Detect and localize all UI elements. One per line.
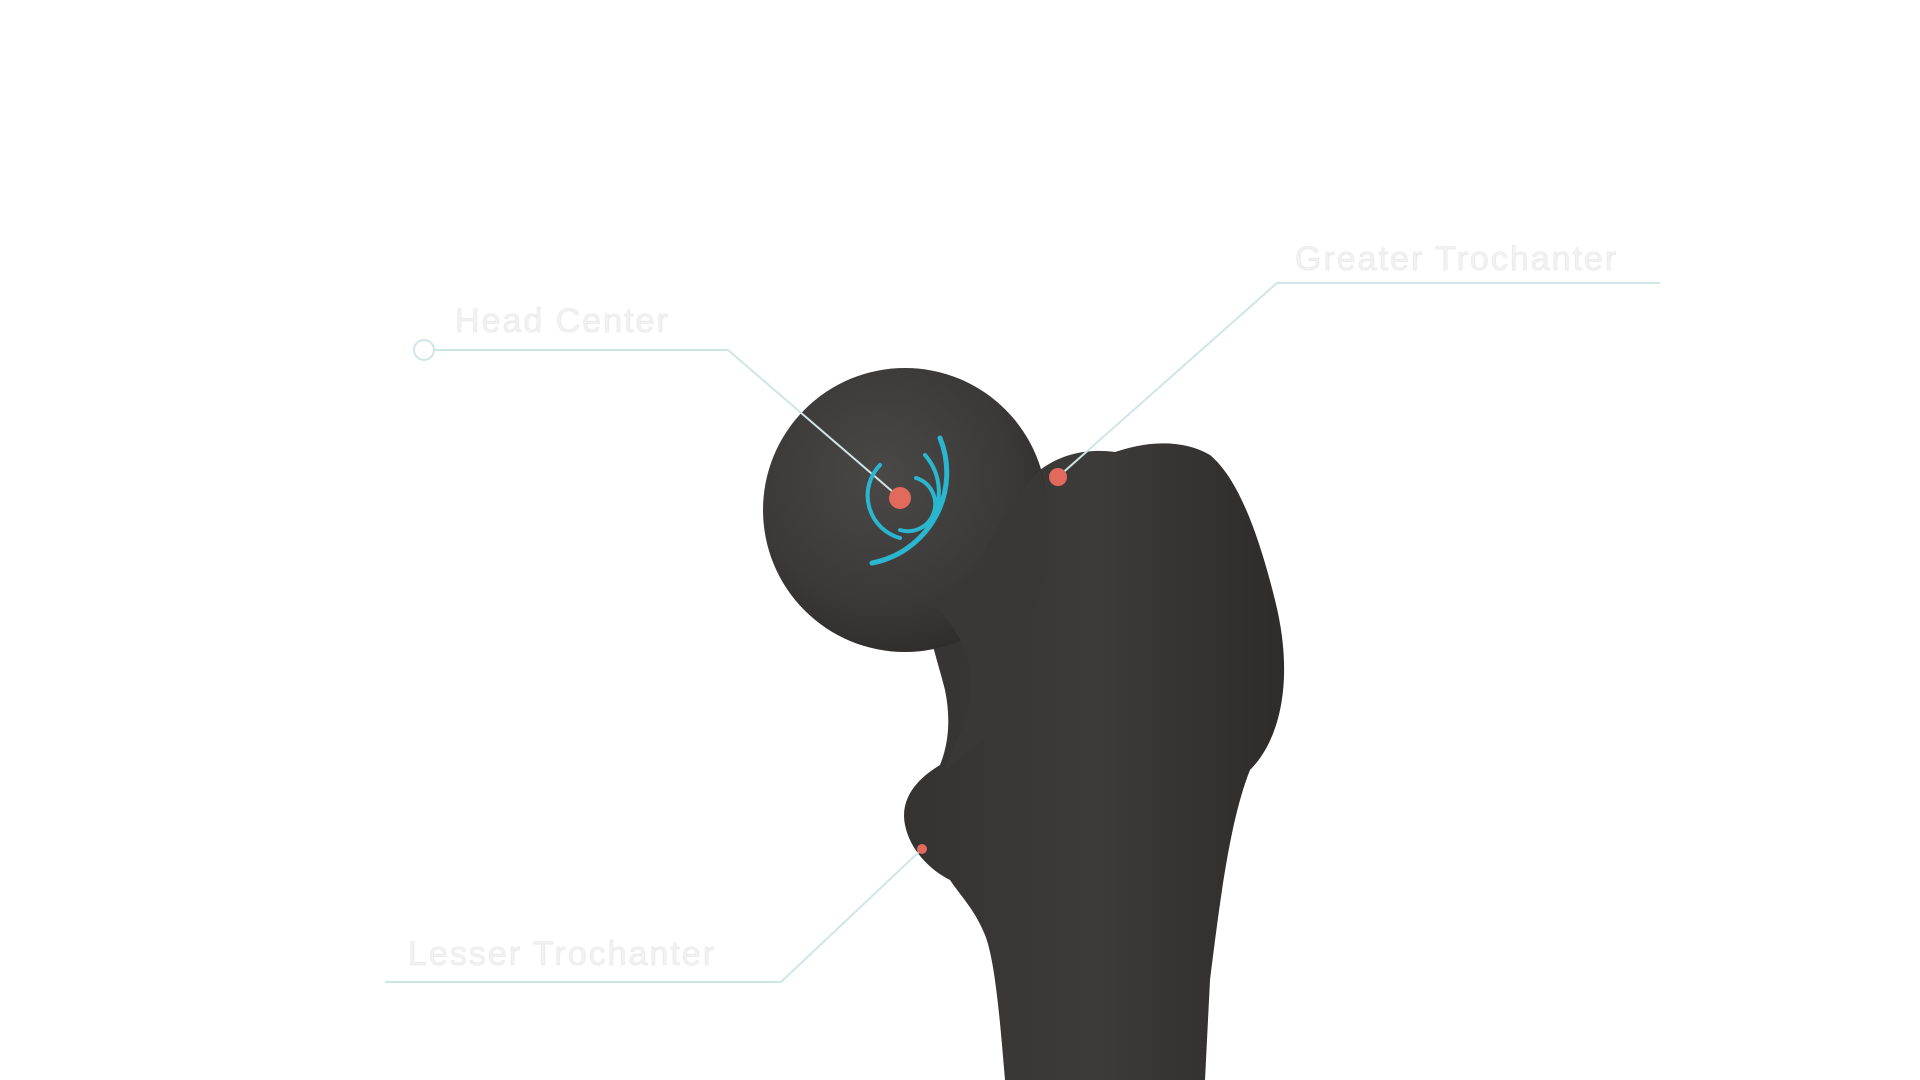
lesser-trochanter-dot bbox=[917, 844, 927, 854]
ring-inner bbox=[898, 476, 938, 534]
ring-outer bbox=[869, 435, 950, 566]
leader-lines bbox=[385, 282, 1660, 983]
head-center-leader bbox=[433, 349, 901, 499]
landmark-markers bbox=[413, 339, 1067, 854]
landmark-labels: Head Center Greater Trochanter Lesser Tr… bbox=[408, 240, 1618, 974]
greater-trochanter-ridge bbox=[980, 470, 1052, 640]
greater-trochanter-leader bbox=[1057, 282, 1660, 478]
greater-trochanter-label: Greater Trochanter bbox=[1295, 240, 1618, 278]
lesser-trochanter-label: Lesser Trochanter bbox=[408, 935, 716, 973]
head-center-dot bbox=[889, 487, 911, 509]
head-center-label: Head Center bbox=[455, 302, 670, 340]
head-center-end-icon bbox=[413, 339, 435, 361]
lesser-trochanter-leader bbox=[385, 848, 923, 983]
target-rings-icon bbox=[865, 435, 950, 566]
femur-bone bbox=[763, 368, 1285, 1080]
ring-mid-left bbox=[865, 463, 902, 540]
greater-trochanter-dot bbox=[1049, 468, 1067, 486]
